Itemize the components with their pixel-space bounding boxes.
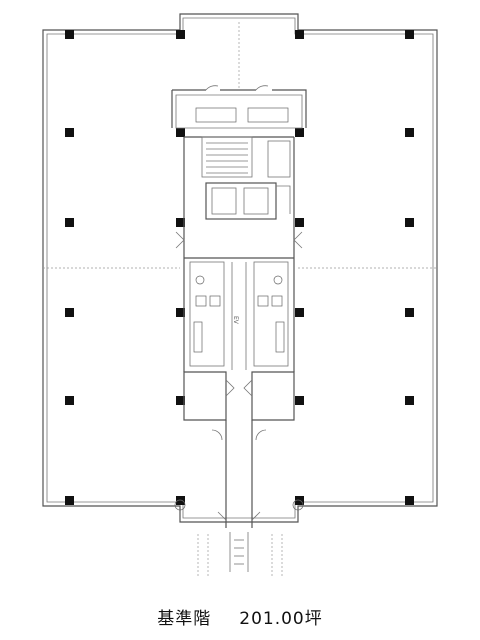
column: [295, 128, 304, 137]
column: [176, 30, 185, 39]
stair: [201, 136, 253, 178]
column: [65, 30, 74, 39]
elevator-shaft: [205, 182, 277, 220]
restroom-right: [253, 261, 289, 367]
floor-label: 基準階: [157, 609, 212, 629]
column: [65, 496, 74, 505]
column: [65, 128, 74, 137]
grid-centerlines: [43, 22, 437, 269]
column: [405, 30, 414, 39]
entrance: [197, 506, 283, 576]
core-label: EV: [232, 316, 239, 325]
column: [295, 396, 304, 405]
column: [176, 396, 185, 405]
core-middle: [175, 136, 303, 258]
column: [405, 496, 414, 505]
column: [295, 218, 304, 227]
column: [176, 128, 185, 137]
core-lower: EV: [183, 257, 295, 372]
column: [295, 308, 304, 317]
column: [176, 218, 185, 227]
column: [176, 496, 185, 505]
restroom-left: [189, 261, 225, 367]
column: [405, 308, 414, 317]
column: [65, 396, 74, 405]
floor-plan-diagram: EV: [42, 13, 438, 576]
structural-columns: [65, 30, 414, 505]
column: [65, 218, 74, 227]
core-upper: [171, 85, 307, 129]
column: [405, 128, 414, 137]
column: [65, 308, 74, 317]
column: [405, 218, 414, 227]
column: [405, 396, 414, 405]
floor-caption: 基準階 201.00坪: [0, 604, 480, 629]
core-bottom: [174, 371, 304, 511]
elevator-car: [211, 187, 237, 215]
elevator-car: [243, 187, 269, 215]
floor-area: 201.00坪: [239, 609, 323, 629]
column: [176, 308, 185, 317]
column: [295, 30, 304, 39]
